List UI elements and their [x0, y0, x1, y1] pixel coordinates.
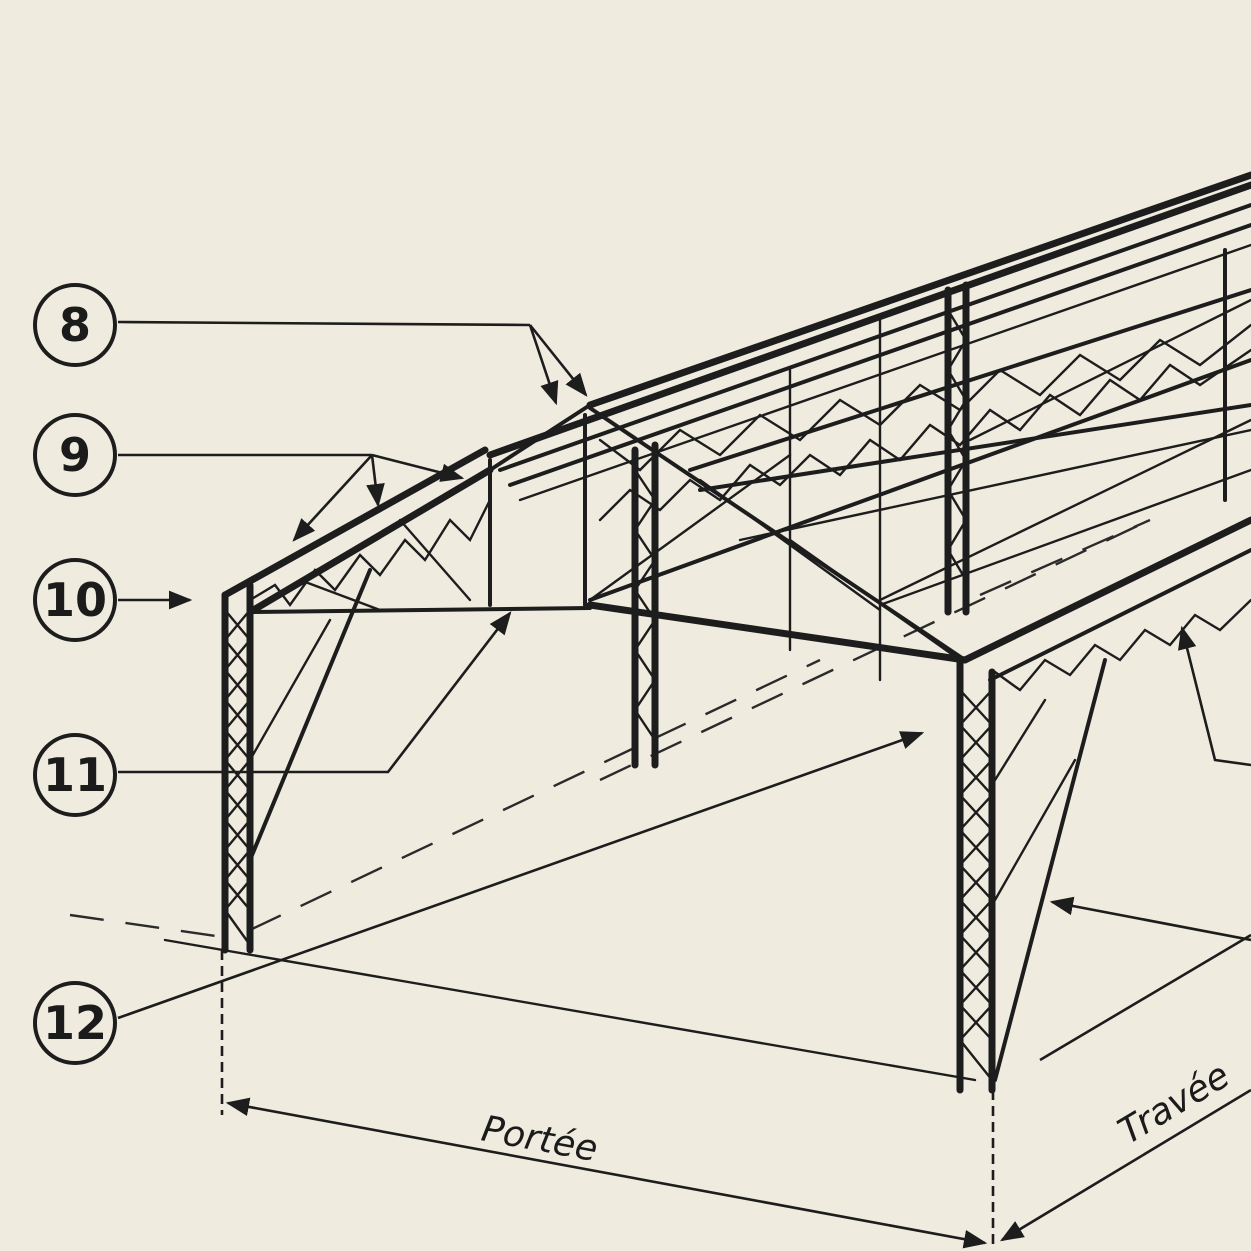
span-dimension: Portée: [220, 950, 995, 1249]
callout-9-label: 9: [59, 428, 91, 482]
bay-label: Travée: [1112, 1055, 1237, 1153]
eave-beams: [586, 403, 1251, 692]
roof-ridge: [486, 171, 1251, 602]
bracing: [588, 298, 1251, 662]
callout-11: 11: [33, 611, 512, 817]
callout-12: 12: [33, 731, 925, 1065]
callout-11-label: 11: [43, 748, 107, 802]
callout-9: 9: [33, 413, 465, 542]
callout-12-label: 12: [43, 996, 107, 1050]
right-leaders: [1039, 625, 1251, 1062]
front-left-column: [221, 568, 372, 954]
bay-dimension: Travée: [999, 1055, 1251, 1242]
callout-10: 10: [33, 558, 193, 642]
callout-8-label: 8: [59, 298, 91, 352]
callout-10-label: 10: [43, 573, 107, 627]
front-right-column: [956, 656, 1107, 1094]
callout-8: 8: [33, 283, 588, 406]
front-rafter: [221, 403, 592, 616]
